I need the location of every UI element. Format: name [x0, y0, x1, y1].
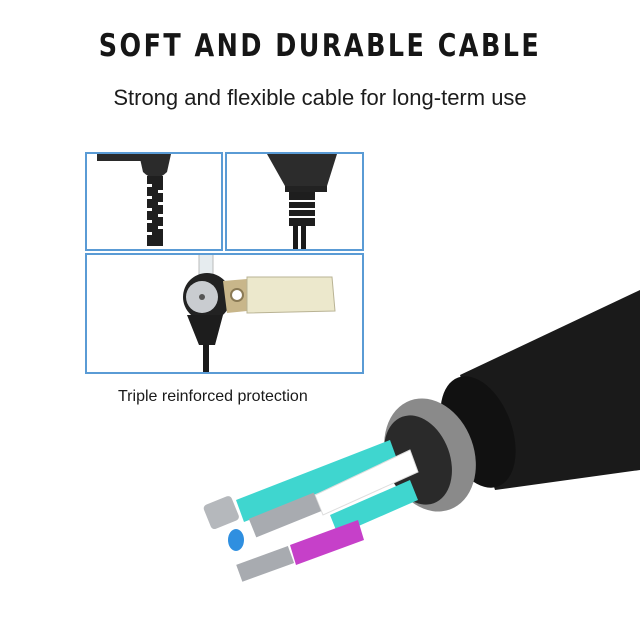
clip-and-strain-relief: [85, 253, 364, 374]
strain-relief-image: [97, 154, 171, 246]
strain-relief-closeup-1: [85, 152, 223, 251]
page-title: SOFT AND DURABLE CABLE: [98, 28, 542, 64]
page-subtitle: Strong and flexible cable for long-term …: [113, 85, 527, 110]
clip-image: [183, 255, 336, 372]
panel-caption: Triple reinforced protection: [118, 388, 308, 405]
connector-image: [267, 154, 337, 249]
strain-relief-closeup-2: [225, 152, 364, 251]
